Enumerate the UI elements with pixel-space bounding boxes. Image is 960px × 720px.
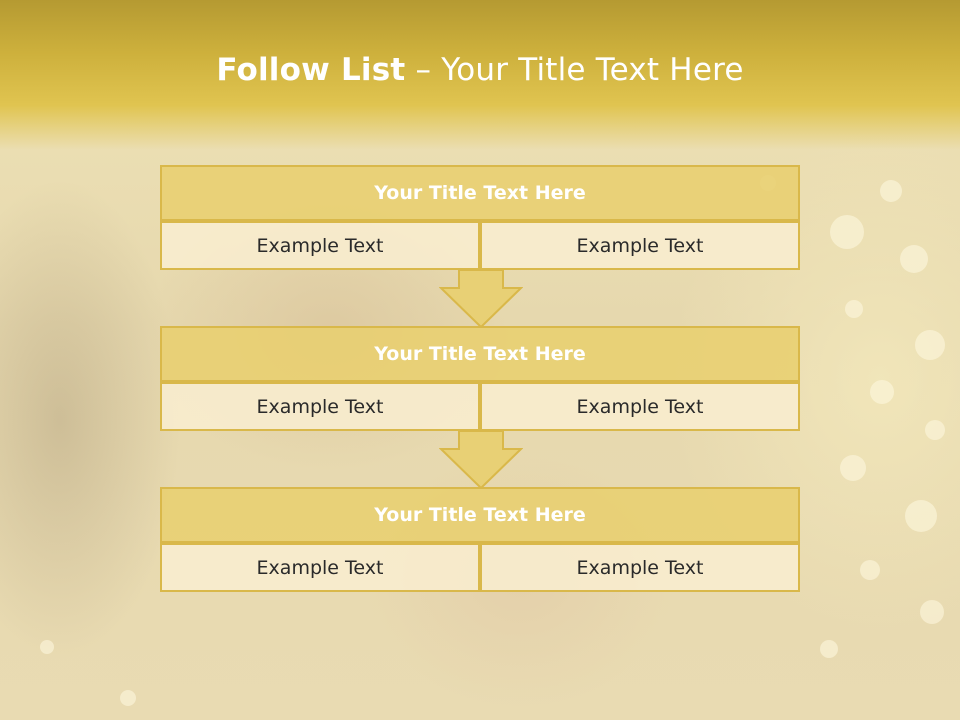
step-3-title[interactable]: Your Title Text Here xyxy=(160,487,800,543)
step-2-cell-right[interactable]: Example Text xyxy=(480,382,800,431)
step-2-title[interactable]: Your Title Text Here xyxy=(160,326,800,382)
step-1-row: Example Text Example Text xyxy=(160,221,800,270)
down-arrow-2 xyxy=(439,431,523,489)
step-3-cell-right[interactable]: Example Text xyxy=(480,543,800,592)
title-bold: Follow List xyxy=(216,52,406,88)
step-box-3: Your Title Text Here Example Text Exampl… xyxy=(160,487,800,592)
step-1-cell-right[interactable]: Example Text xyxy=(480,221,800,270)
step-3-row: Example Text Example Text xyxy=(160,543,800,592)
step-box-2: Your Title Text Here Example Text Exampl… xyxy=(160,326,800,431)
slide-title[interactable]: Follow List – Your Title Text Here xyxy=(0,52,960,88)
step-1-cell-left[interactable]: Example Text xyxy=(160,221,480,270)
down-arrow-1 xyxy=(439,270,523,328)
header-band xyxy=(0,0,960,150)
step-3-cell-left[interactable]: Example Text xyxy=(160,543,480,592)
title-rest: – Your Title Text Here xyxy=(415,52,744,88)
step-2-row: Example Text Example Text xyxy=(160,382,800,431)
step-2-cell-left[interactable]: Example Text xyxy=(160,382,480,431)
step-1-title[interactable]: Your Title Text Here xyxy=(160,165,800,221)
step-box-1: Your Title Text Here Example Text Exampl… xyxy=(160,165,800,270)
